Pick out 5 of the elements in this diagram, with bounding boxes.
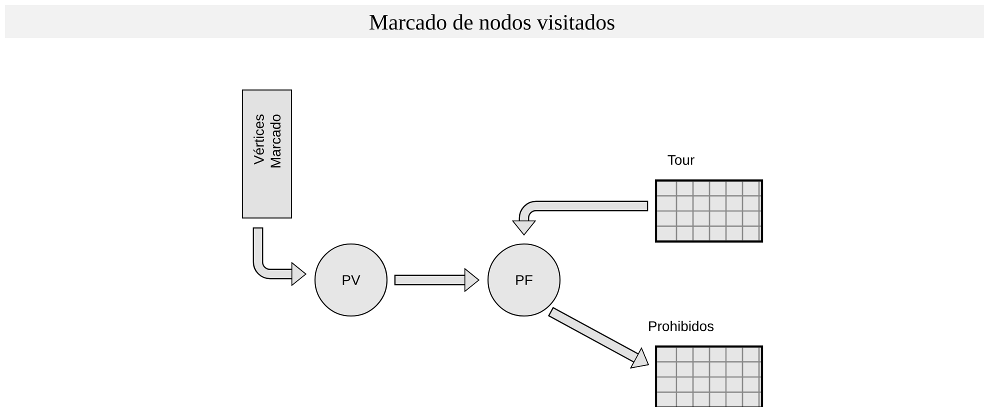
table-heading: Tour [668, 155, 694, 165]
title: Marcado de nodos visitados [370, 14, 614, 30]
table-heading: Prohibidos [649, 320, 714, 332]
block-arrow [548, 306, 649, 368]
label-box: Vértices Marcado [242, 89, 292, 219]
